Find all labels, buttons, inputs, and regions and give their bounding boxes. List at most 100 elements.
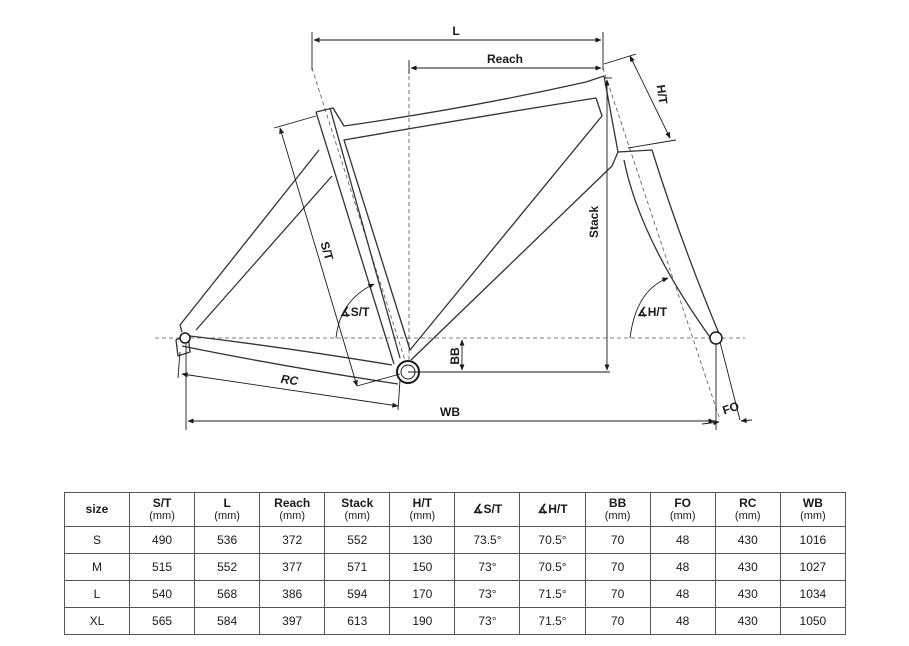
value-cell: 552 <box>324 526 391 554</box>
value-cell: 1027 <box>779 553 847 581</box>
label-wb: WB <box>440 405 460 419</box>
value-cell: 73° <box>454 553 521 581</box>
label-fo: FO <box>721 399 741 417</box>
column-header-unit: (mm) <box>669 509 696 522</box>
column-header: H/T(mm) <box>389 492 456 527</box>
value-cell: 70 <box>584 553 651 581</box>
value-cell: 536 <box>194 526 261 554</box>
value-cell: 397 <box>259 607 326 635</box>
value-cell: 584 <box>194 607 261 635</box>
column-header-unit: (mm) <box>214 509 240 522</box>
value-cell: 552 <box>194 553 261 581</box>
label-stack: Stack <box>587 206 601 238</box>
value-cell: 540 <box>128 580 196 608</box>
value-cell: 48 <box>649 580 716 608</box>
column-header: Stack(mm) <box>324 492 391 527</box>
value-cell: 70.5° <box>519 526 586 554</box>
value-cell: 48 <box>649 526 716 554</box>
value-cell: 571 <box>324 553 391 581</box>
frame-geometry-diagram: L Reach H/T Stack S/T ∡S/T ∡H/T BB RC WB… <box>155 24 753 430</box>
value-cell: 48 <box>649 607 716 635</box>
column-header-unit: (mm) <box>279 509 306 522</box>
column-header-name: FO <box>674 495 691 510</box>
column-header-unit: (mm) <box>344 509 371 522</box>
column-header-name: H/T <box>412 495 433 510</box>
value-cell: 372 <box>259 526 326 554</box>
size-cell: XL <box>64 607 130 635</box>
column-header: size <box>64 492 130 527</box>
column-header: S/T(mm) <box>128 492 196 527</box>
column-header: BB(mm) <box>584 492 651 527</box>
value-cell: 515 <box>128 553 196 581</box>
label-st: S/T <box>318 240 337 262</box>
reference-lines <box>155 62 745 421</box>
value-cell: 70 <box>584 607 651 635</box>
column-header-name: WB <box>802 495 823 510</box>
dimension-lines <box>177 32 753 430</box>
label-rc: RC <box>280 372 299 388</box>
column-header-name: ∡S/T <box>472 502 503 516</box>
value-cell: 190 <box>389 607 456 635</box>
column-header-unit: (mm) <box>604 509 631 522</box>
column-header-name: L <box>223 495 231 510</box>
value-cell: 73.5° <box>454 526 521 554</box>
value-cell: 73° <box>454 580 521 608</box>
label-ht: H/T <box>654 84 671 106</box>
value-cell: 71.5° <box>519 607 586 635</box>
value-cell: 386 <box>259 580 326 608</box>
value-cell: 430 <box>714 607 781 635</box>
value-cell: 170 <box>389 580 456 608</box>
column-header: RC(mm) <box>714 492 781 527</box>
size-cell: L <box>64 580 130 608</box>
value-cell: 48 <box>649 553 716 581</box>
column-header-name: ∡H/T <box>537 502 568 516</box>
value-cell: 490 <box>128 526 196 554</box>
column-header-unit: (mm) <box>409 509 436 522</box>
value-cell: 71.5° <box>519 580 586 608</box>
column-header-name: S/T <box>152 495 172 510</box>
column-header: Reach(mm) <box>259 492 326 527</box>
column-header: FO(mm) <box>649 492 716 527</box>
value-cell: 430 <box>714 580 781 608</box>
value-cell: 430 <box>714 553 781 581</box>
size-cell: M <box>64 553 130 581</box>
column-header: L(mm) <box>194 492 261 527</box>
label-ht-angle: ∡H/T <box>637 305 668 319</box>
column-header-name: Reach <box>274 495 311 510</box>
value-cell: 377 <box>259 553 326 581</box>
value-cell: 430 <box>714 526 781 554</box>
column-header-unit: (mm) <box>734 509 761 522</box>
value-cell: 1016 <box>779 526 847 554</box>
value-cell: 613 <box>324 607 391 635</box>
value-cell: 1050 <box>779 607 847 635</box>
column-header-unit: (mm) <box>149 509 175 522</box>
column-header-name: size <box>85 502 109 516</box>
value-cell: 150 <box>389 553 456 581</box>
column-header: WB(mm) <box>779 492 847 527</box>
value-cell: 70.5° <box>519 553 586 581</box>
rear-axle <box>179 332 191 344</box>
label-bb: BB <box>448 347 462 365</box>
column-header: ∡H/T <box>519 492 586 527</box>
value-cell: 73° <box>454 607 521 635</box>
label-L: L <box>452 24 459 38</box>
value-cell: 70 <box>584 580 651 608</box>
value-cell: 130 <box>389 526 456 554</box>
column-header: ∡S/T <box>454 492 521 527</box>
column-header-name: RC <box>739 495 757 510</box>
column-header-name: BB <box>608 495 627 510</box>
column-header-name: Stack <box>341 495 374 510</box>
value-cell: 70 <box>584 526 651 554</box>
value-cell: 568 <box>194 580 261 608</box>
label-reach: Reach <box>487 52 523 66</box>
column-header-unit: (mm) <box>800 509 826 522</box>
value-cell: 594 <box>324 580 391 608</box>
value-cell: 1034 <box>779 580 847 608</box>
label-st-angle: ∡S/T <box>340 305 370 319</box>
